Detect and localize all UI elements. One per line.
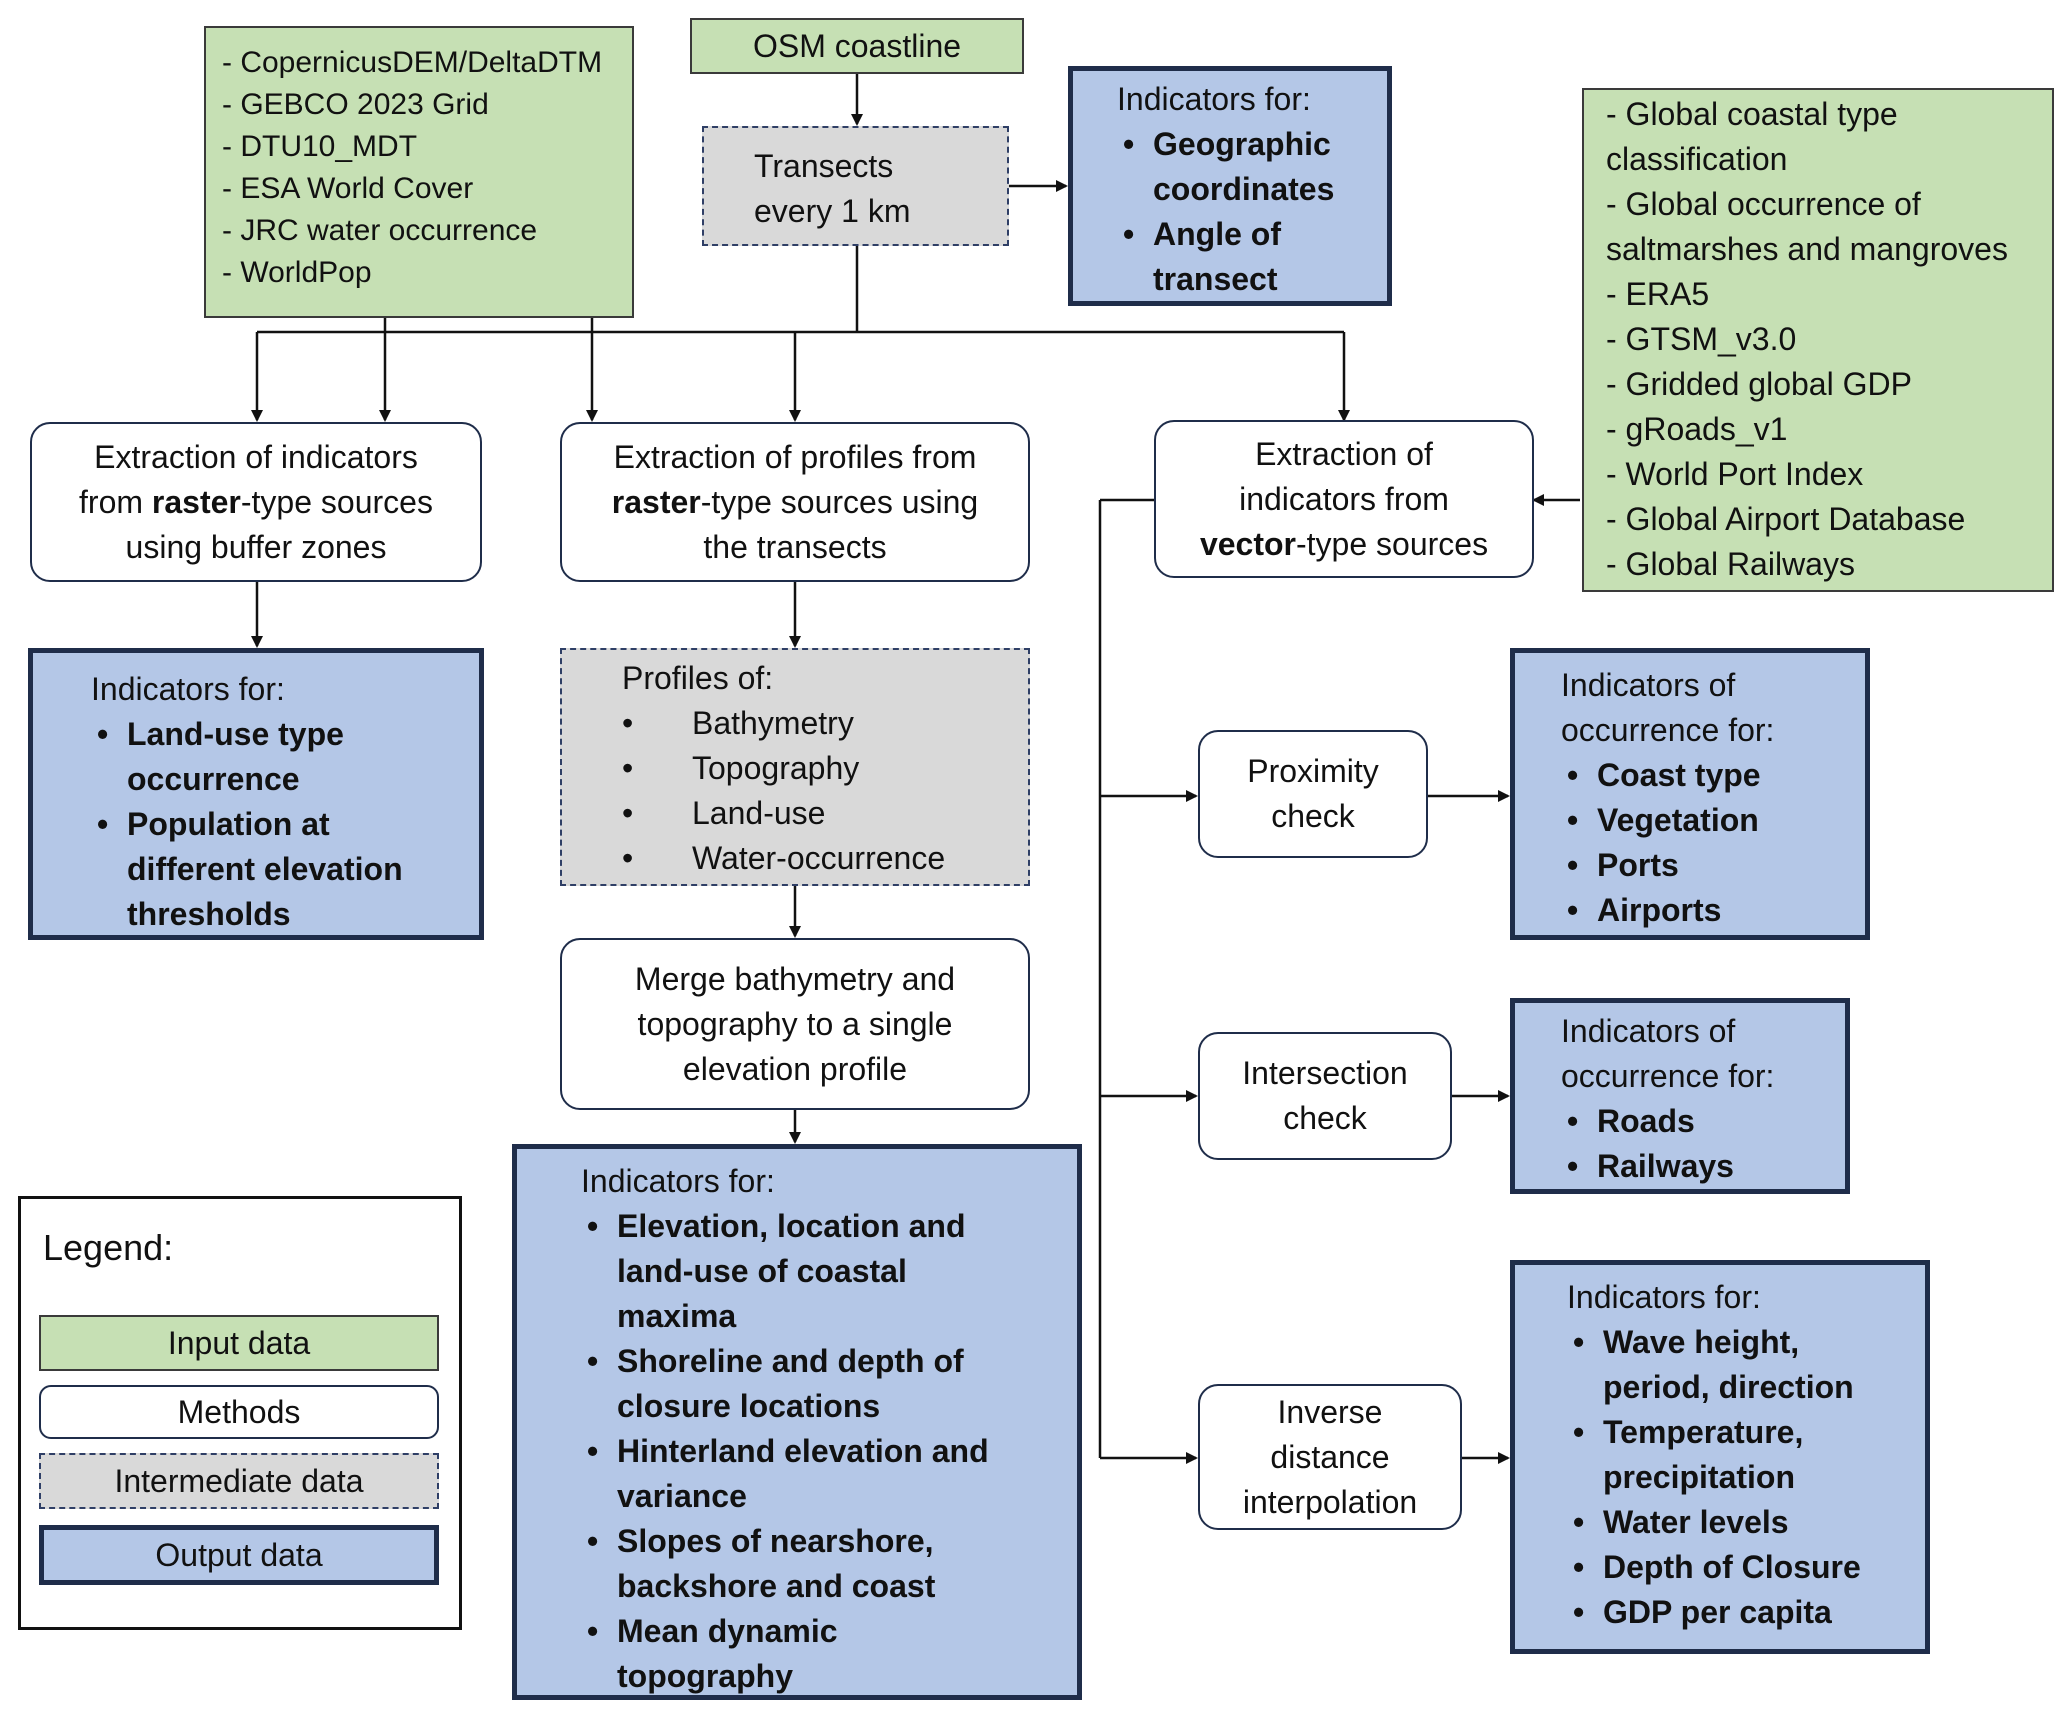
intersection-heading-1: Indicators of [1561, 1013, 1736, 1049]
source-dtu10: - DTU10_MDT [222, 130, 418, 163]
vsrc-6: - Gridded global GDP [1606, 366, 1912, 402]
geo-heading: Indicators for: [1117, 81, 1311, 117]
method-merge: Merge bathymetry and topography to a sin… [560, 938, 1030, 1110]
output-landuse: Indicators for: Land-use type occurrence… [28, 648, 484, 940]
source-gebco: - GEBCO 2023 Grid [222, 88, 489, 121]
geo-item-coordinates: Geographic coordinates [1117, 122, 1334, 212]
idw-item-water-levels: Water levels [1567, 1500, 1867, 1545]
vsrc-1: classification [1606, 141, 1788, 177]
proximity-line2: check [1271, 798, 1355, 834]
merge-line1: Merge bathymetry and [634, 960, 956, 997]
raster-keyword-2: raster [611, 483, 701, 520]
idw-line2: distance [1270, 1438, 1390, 1475]
method-vector: Extraction of indicators from vector-typ… [1154, 420, 1534, 578]
landuse-item-population: Population at different elevation thresh… [91, 802, 421, 937]
osm-label: OSM coastline [752, 27, 962, 64]
proximity-line1: Proximity [1247, 753, 1379, 789]
idw-item-temperature: Temperature, precipitation [1567, 1410, 1867, 1500]
profile-item-maxima: Elevation, location and land-use of coas… [581, 1204, 1021, 1339]
profile-heading: Indicators for: [581, 1163, 775, 1199]
input-raster-sources: - CopernicusDEM/DeltaDTM - GEBCO 2023 Gr… [204, 26, 634, 318]
input-osm-coastline: OSM coastline [690, 18, 1024, 74]
merge-line2: topography to a single [637, 1005, 953, 1042]
vsrc-10: - Global Railways [1606, 546, 1855, 582]
profiles-heading: Profiles of: [622, 660, 774, 696]
output-intersection: Indicators of occurrence for: Roads Rail… [1510, 998, 1850, 1194]
vsrc-4: - ERA5 [1606, 276, 1710, 312]
vsrc-0: - Global coastal type [1606, 96, 1898, 132]
intermediate-profiles: Profiles of: Bathymetry Topography Land-… [560, 648, 1030, 886]
raster-buffer-line1: Extraction of indicators [94, 438, 418, 475]
intersection-line1: Intersection [1242, 1055, 1408, 1091]
legend-intermediate: Intermediate data [39, 1453, 439, 1509]
output-geographic: Indicators for: Geographic coordinates A… [1068, 66, 1392, 306]
source-copernicus: - CopernicusDEM/DeltaDTM [222, 46, 603, 79]
intermediate-transects: Transects every 1 km [702, 126, 1009, 246]
profile-bathymetry: Bathymetry [622, 701, 1028, 746]
idw-item-gdp: GDP per capita [1567, 1590, 1867, 1635]
raster-keyword: raster [151, 483, 241, 520]
method-idw: Inverse distance interpolation [1198, 1384, 1462, 1530]
vsrc-9: - Global Airport Database [1606, 501, 1966, 537]
intersection-line2: check [1283, 1100, 1367, 1136]
proximity-item-ports: Ports [1561, 843, 1865, 888]
input-vector-sources: - Global coastal type classification - G… [1582, 88, 2054, 592]
source-jrc-water: - JRC water occurrence [222, 214, 538, 247]
method-raster-profiles: Extraction of profiles from raster-type … [560, 422, 1030, 582]
method-raster-buffer: Extraction of indicators from raster-typ… [30, 422, 482, 582]
profile-item-hinterland: Hinterland elevation and variance [581, 1429, 1021, 1519]
proximity-heading-2: occurrence for: [1561, 712, 1775, 748]
profile-water: Water-occurrence [622, 836, 1028, 881]
vector-line2: indicators from [1239, 480, 1449, 517]
output-idw: Indicators for: Wave height, period, dir… [1510, 1260, 1930, 1654]
legend-output: Output data [39, 1525, 439, 1585]
raster-buffer-line3: using buffer zones [125, 528, 387, 565]
source-worldpop: - WorldPop [222, 256, 372, 289]
proximity-item-airports: Airports [1561, 888, 1865, 933]
legend: Legend: Input data Methods Intermediate … [18, 1196, 462, 1630]
profile-item-slopes: Slopes of nearshore, backshore and coast [581, 1519, 1021, 1609]
transects-line2: every 1 km [754, 193, 911, 229]
proximity-item-coast: Coast type [1561, 753, 1865, 798]
transects-line1: Transects [754, 148, 894, 184]
intersection-heading-2: occurrence for: [1561, 1058, 1775, 1094]
intersection-item-railways: Railways [1561, 1144, 1845, 1189]
output-profile: Indicators for: Elevation, location and … [512, 1144, 1082, 1700]
profile-topography: Topography [622, 746, 1028, 791]
geo-item-angle: Angle of transect [1117, 212, 1307, 302]
vector-line1: Extraction of [1255, 435, 1433, 472]
proximity-heading-1: Indicators of [1561, 667, 1736, 703]
legend-input: Input data [39, 1315, 439, 1371]
idw-item-doc: Depth of Closure [1567, 1545, 1867, 1590]
profile-item-mdt: Mean dynamic topography [581, 1609, 1021, 1699]
profile-landuse: Land-use [622, 791, 1028, 836]
merge-line3: elevation profile [682, 1050, 908, 1087]
landuse-item-type: Land-use type occurrence [91, 712, 421, 802]
legend-title: Legend: [43, 1227, 174, 1268]
vsrc-7: - gRoads_v1 [1606, 411, 1788, 447]
vsrc-3: saltmarshes and mangroves [1606, 231, 2008, 267]
vsrc-2: - Global occurrence of [1606, 186, 1921, 222]
vsrc-5: - GTSM_v3.0 [1606, 321, 1797, 357]
output-proximity: Indicators of occurrence for: Coast type… [1510, 648, 1870, 940]
idw-heading: Indicators for: [1567, 1279, 1761, 1315]
intersection-item-roads: Roads [1561, 1099, 1845, 1144]
vsrc-8: - World Port Index [1606, 456, 1864, 492]
raster-profiles-line1: Extraction of profiles from [613, 438, 977, 475]
source-esa-worldcover: - ESA World Cover [222, 172, 474, 205]
profile-item-shoreline: Shoreline and depth of closure locations [581, 1339, 1021, 1429]
proximity-item-vegetation: Vegetation [1561, 798, 1865, 843]
method-intersection: Intersection check [1198, 1032, 1452, 1160]
raster-profiles-line3: the transects [703, 528, 887, 565]
legend-methods: Methods [39, 1385, 439, 1439]
idw-item-wave: Wave height, period, direction [1567, 1320, 1867, 1410]
method-proximity: Proximity check [1198, 730, 1428, 858]
vector-keyword: vector [1199, 525, 1296, 562]
landuse-heading: Indicators for: [91, 671, 285, 707]
idw-line1: Inverse [1277, 1393, 1383, 1430]
idw-line3: interpolation [1242, 1483, 1418, 1520]
